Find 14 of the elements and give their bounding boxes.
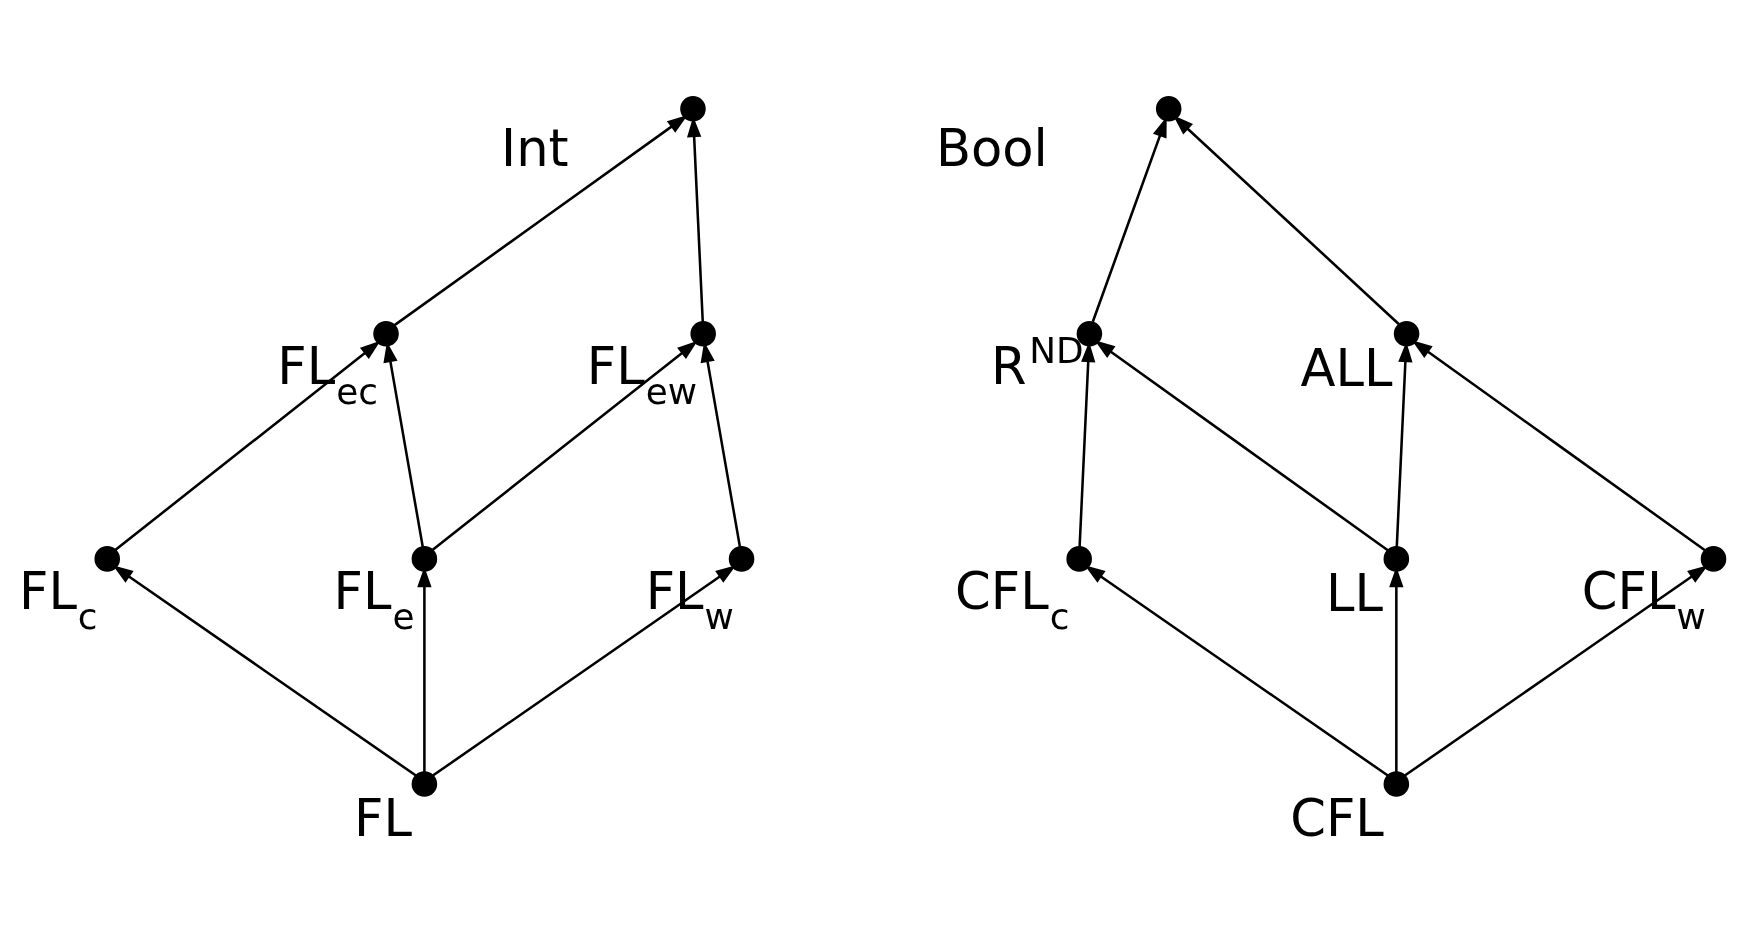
node-label: CFL$_{c}$	[955, 561, 1070, 638]
node-label: FL$_{e}$	[333, 561, 415, 638]
node-label: CFL$_{w}$	[1581, 561, 1706, 638]
node-label: Int	[501, 119, 569, 179]
node-label: FL$_{ew}$	[586, 336, 697, 413]
node-label: FL	[354, 789, 412, 849]
node-label: FL$_{ec}$	[277, 336, 378, 413]
node-label: R$^{ND}$	[990, 330, 1084, 396]
node-label: FL$_{w}$	[645, 561, 734, 638]
node-label: CFL	[1290, 789, 1384, 849]
node-label: LL	[1326, 564, 1383, 624]
node-label: ALL	[1300, 339, 1393, 399]
node-label: Bool	[935, 119, 1048, 179]
node-label: FL$_{c}$	[18, 561, 98, 638]
